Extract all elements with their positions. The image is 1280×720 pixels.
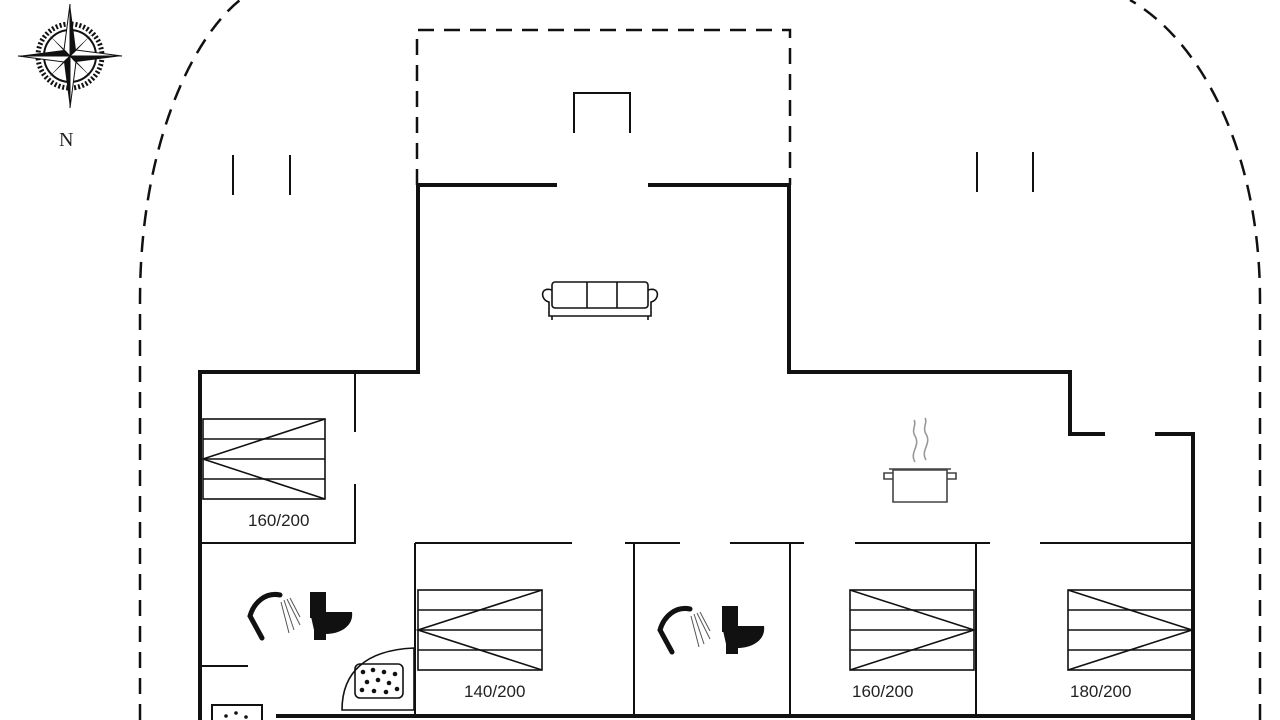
sofa-icon (541, 281, 659, 320)
cooking-pot-icon (883, 417, 957, 503)
bed-size-label: 180/200 (1070, 682, 1131, 701)
bed-160-top-left (200, 418, 326, 500)
hot-tub-icon (341, 647, 415, 711)
shower-icon (247, 591, 301, 641)
bed-size-label: 160/200 (852, 682, 913, 701)
bed-size-label: 140/200 (464, 682, 525, 701)
compass-rose-icon (17, 3, 123, 109)
porch-bench (573, 92, 631, 133)
porch-outline (415, 28, 792, 185)
north-label: N (59, 129, 73, 151)
toilet-icon (310, 592, 353, 640)
bed-160-right (849, 589, 977, 671)
terrace-boundary-right (1129, 0, 1262, 720)
toilet-icon (722, 606, 765, 654)
bed-180 (1067, 589, 1195, 671)
interior-walls (200, 374, 1192, 716)
bed-size-label: 160/200 (248, 511, 309, 530)
exterior-walls (198, 183, 1195, 720)
bed-140 (415, 589, 543, 671)
terrace-boundary (138, 0, 241, 720)
shower-icon (657, 605, 711, 655)
stove-icon (211, 704, 263, 720)
